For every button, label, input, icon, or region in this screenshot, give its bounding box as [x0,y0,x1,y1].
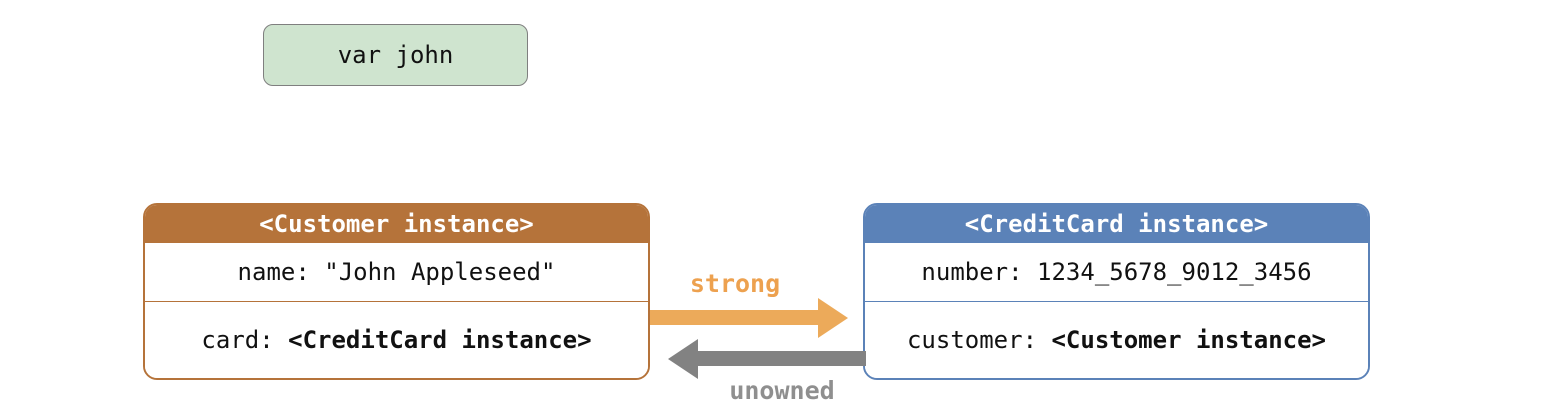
creditcard-customer-value: <Customer instance> [1051,326,1327,354]
creditcard-customer-label: customer: [906,326,1052,354]
creditcard-instance-box: <CreditCard instance> number: 1234_5678_… [863,203,1370,380]
variable-box-var-john: var john [263,24,528,86]
customer-name-value: "John Appleseed" [324,258,556,286]
strong-reference-label: strong [689,269,781,298]
customer-box-header: <Customer instance> [145,205,648,243]
strong-reference-arrow-shaft [650,310,818,325]
customer-card-label: card: [201,326,289,354]
customer-card-row: card: <CreditCard instance> [145,301,648,378]
creditcard-customer-row: customer: <Customer instance> [865,301,1368,378]
variable-label: var john [337,41,454,69]
creditcard-box-header: <CreditCard instance> [865,205,1368,243]
unowned-reference-label: unowned [729,376,835,405]
customer-name-label: name: [237,258,325,286]
creditcard-number-label: number: [921,258,1038,286]
unowned-reference-arrowhead-left-icon [668,339,698,379]
creditcard-number-row: number: 1234_5678_9012_3456 [865,243,1368,301]
customer-instance-box: <Customer instance> name: "John Applesee… [143,203,650,380]
creditcard-box-title: <CreditCard instance> [964,210,1269,238]
customer-name-row: name: "John Appleseed" [145,243,648,301]
customer-card-value: <CreditCard instance> [288,326,592,354]
strong-reference-arrowhead-right-icon [818,298,848,338]
creditcard-number-value: 1234_5678_9012_3456 [1037,258,1312,286]
unowned-reference-arrow-shaft [698,351,866,366]
customer-box-title: <Customer instance> [259,210,534,238]
